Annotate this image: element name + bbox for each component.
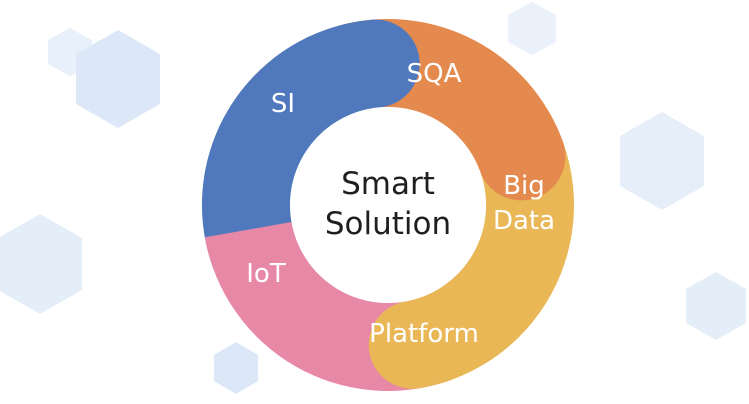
ring-segments [202,18,575,392]
center-circle [290,107,486,303]
hexagon-shape [508,2,556,55]
segment-label-bigdata-line2: Data [493,206,555,236]
hexagon-shape [214,342,258,394]
segment-label-bigdata-line1: Big [503,171,545,201]
segment-label-iot: IoT [246,259,286,289]
hexagon-shape [620,112,704,210]
hexagon-shape [0,214,82,314]
hexagon-shape [686,272,746,340]
segment-si [202,19,420,238]
segment-label-sqa: SQA [407,59,462,89]
background-hexagons [0,2,746,394]
segment-label-platform: Platform [369,319,479,349]
center-title-line1: Smart [341,166,435,202]
center-title-line2: Solution [325,206,451,242]
hexagon-shape [76,30,160,128]
segment-label-si: SI [271,89,295,119]
